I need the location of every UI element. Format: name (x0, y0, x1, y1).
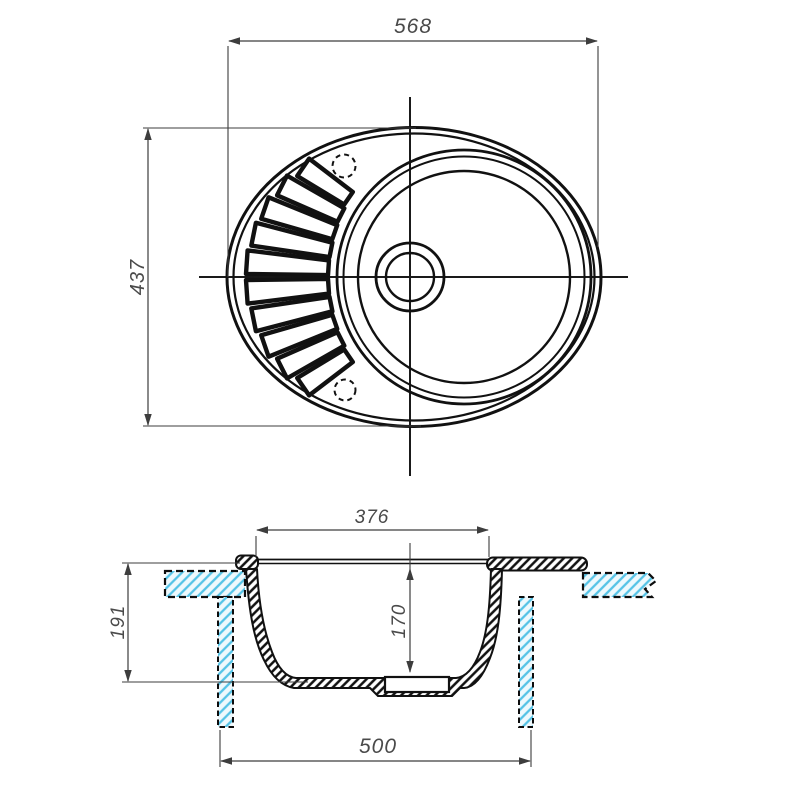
rib (295, 347, 355, 398)
drain-inner (384, 251, 436, 303)
dim-overall-width: 568 (227, 15, 599, 277)
bowl-bottom-edge (356, 169, 572, 385)
dim-text-568: 568 (394, 15, 432, 38)
rim-section-right (486, 556, 588, 572)
dim-text-437: 437 (127, 259, 149, 295)
support-leg-right (518, 596, 534, 728)
rib (249, 294, 335, 334)
bowl-section-wall (245, 568, 503, 697)
rib (243, 276, 332, 306)
dim-section-height: 191 (108, 562, 308, 683)
rib (249, 220, 335, 260)
tap-hole-bottom (333, 378, 357, 402)
top-view: 568 437 (127, 15, 628, 476)
rib (243, 248, 332, 278)
bowl-rim-inner (342, 155, 586, 399)
dim-text-191: 191 (108, 605, 129, 640)
bowl-rim-outer (335, 148, 593, 406)
rib (295, 156, 355, 207)
tap-hole-top (331, 153, 357, 179)
support-leg-left (217, 596, 234, 728)
rim-section-left (235, 554, 259, 570)
section-view: 376 170 191 500 (108, 507, 658, 767)
rib (259, 195, 340, 242)
dim-text-500: 500 (359, 735, 397, 758)
rib (274, 330, 347, 381)
dim-text-376: 376 (355, 507, 390, 528)
countertop-left (163, 569, 247, 599)
dim-overall-depth: 437 (127, 127, 421, 427)
dim-bowl-top-width: 376 (255, 507, 490, 557)
rib (259, 312, 340, 359)
drain-recess-plate (383, 675, 451, 694)
sink-inner-edge (232, 132, 596, 422)
drain-outer (374, 241, 446, 313)
dim-text-170: 170 (389, 604, 410, 639)
dim-base-width: 500 (219, 730, 532, 767)
countertop-right (581, 571, 658, 599)
dim-bowl-depth: 170 (389, 568, 414, 673)
drainboard-ribs (243, 156, 355, 398)
rib (274, 173, 347, 224)
